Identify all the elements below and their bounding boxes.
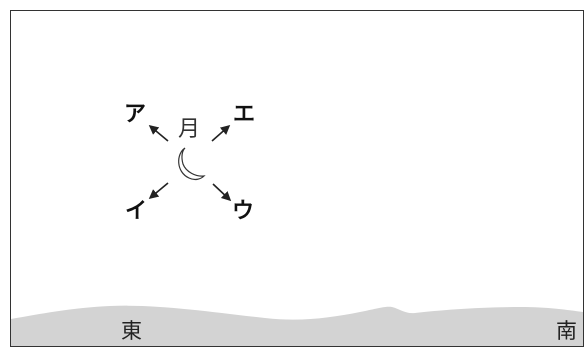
moon-label: 月 [178, 117, 201, 142]
arrow-to-a [148, 124, 169, 142]
diagram-frame [10, 10, 584, 347]
choice-a: ア [124, 102, 147, 127]
choice-i: イ [125, 199, 148, 224]
direction-east: 東 [121, 319, 142, 343]
arrow-to-u [212, 183, 232, 202]
choice-e: エ [233, 102, 256, 127]
direction-south: 南 [556, 319, 577, 343]
arrow-to-i [148, 182, 169, 200]
arrow-to-e [211, 124, 231, 142]
ground-silhouette [11, 305, 583, 346]
choice-u: ウ [232, 199, 255, 224]
crescent-moon-icon [178, 147, 206, 181]
